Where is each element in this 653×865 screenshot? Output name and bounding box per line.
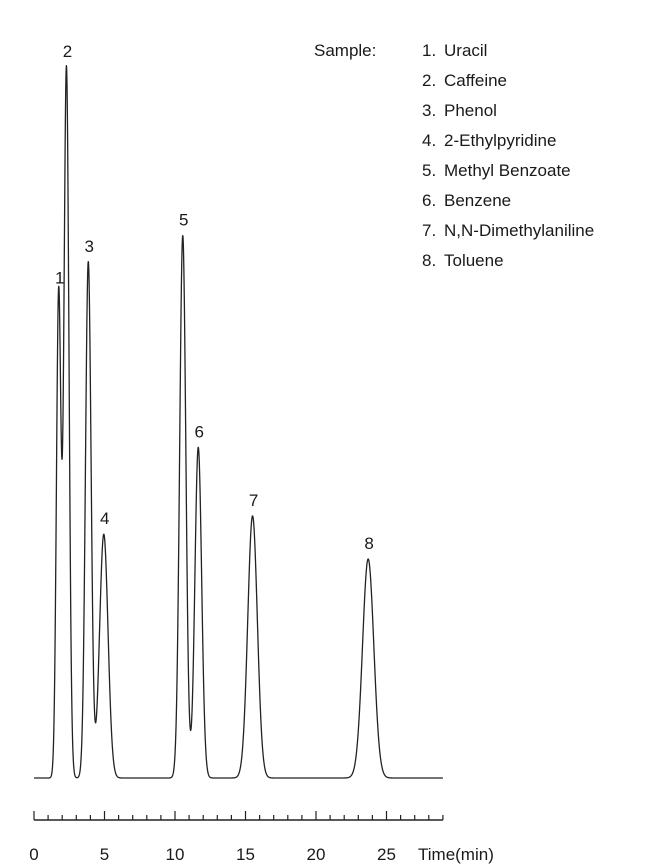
legend-entry-number: 5. <box>422 161 437 180</box>
x-tick-label: 25 <box>377 845 396 864</box>
legend-entry: 5. Methyl Benzoate <box>422 156 594 186</box>
legend-entry: 7. N,N-Dimethylaniline <box>422 216 594 246</box>
legend-entry-name: Phenol <box>444 101 497 120</box>
x-axis-title: Time(min) <box>418 845 494 864</box>
legend-entry-number: 7. <box>422 221 437 240</box>
legend-entry-number: 3. <box>422 101 437 120</box>
peak-labels: 1 2 3 4 5 6 7 8 <box>55 42 374 553</box>
x-tick-label: 0 <box>29 845 38 864</box>
legend-entry-name: Methyl Benzoate <box>444 161 571 180</box>
legend-entry-number: 1. <box>422 41 437 60</box>
peak-label-4: 4 <box>100 509 109 528</box>
legend-entry: 1. Uracil <box>422 36 594 66</box>
peak-label-1: 1 <box>55 268 64 287</box>
legend-entry-name: 2-Ethylpyridine <box>444 131 557 150</box>
legend-entry-name: Toluene <box>444 251 504 270</box>
legend-entry-number: 4. <box>422 131 437 150</box>
x-tick-label: 15 <box>236 845 255 864</box>
legend-entry-number: 8. <box>422 251 437 270</box>
x-axis-tick-labels: 0 5 10 15 20 25 <box>29 845 396 864</box>
legend-entry-name: Benzene <box>444 191 512 210</box>
legend-entry: 6. Benzene <box>422 186 594 216</box>
legend-entry-number: 2. <box>422 71 437 90</box>
legend-entry: 2. Caffeine <box>422 66 594 96</box>
legend-entry-name: N,N-Dimethylaniline <box>444 221 595 240</box>
x-tick-label: 20 <box>307 845 326 864</box>
peak-label-7: 7 <box>249 491 258 510</box>
legend-entry: 8. Toluene <box>422 246 594 276</box>
legend-entry: 4. 2-Ethylpyridine <box>422 126 594 156</box>
peak-label-2: 2 <box>63 42 72 61</box>
legend-entry-number: 6. <box>422 191 437 210</box>
legend-heading: Sample: <box>314 41 377 60</box>
peak-label-6: 6 <box>195 422 204 441</box>
x-tick-label: 5 <box>100 845 109 864</box>
peak-label-8: 8 <box>364 534 373 553</box>
legend-entry-name: Caffeine <box>444 71 508 90</box>
peak-label-5: 5 <box>179 211 188 230</box>
legend-entry-name: Uracil <box>444 41 488 60</box>
chromatogram-trace <box>33 65 444 779</box>
legend-entry: 3. Phenol <box>422 96 594 126</box>
legend-list: 1. Uracil 2. Caffeine 3. Phenol 4. 2-Ethylpyrid… <box>422 36 594 276</box>
x-axis-ticks <box>33 811 444 820</box>
x-tick-label: 10 <box>166 845 185 864</box>
peak-label-3: 3 <box>85 237 94 256</box>
